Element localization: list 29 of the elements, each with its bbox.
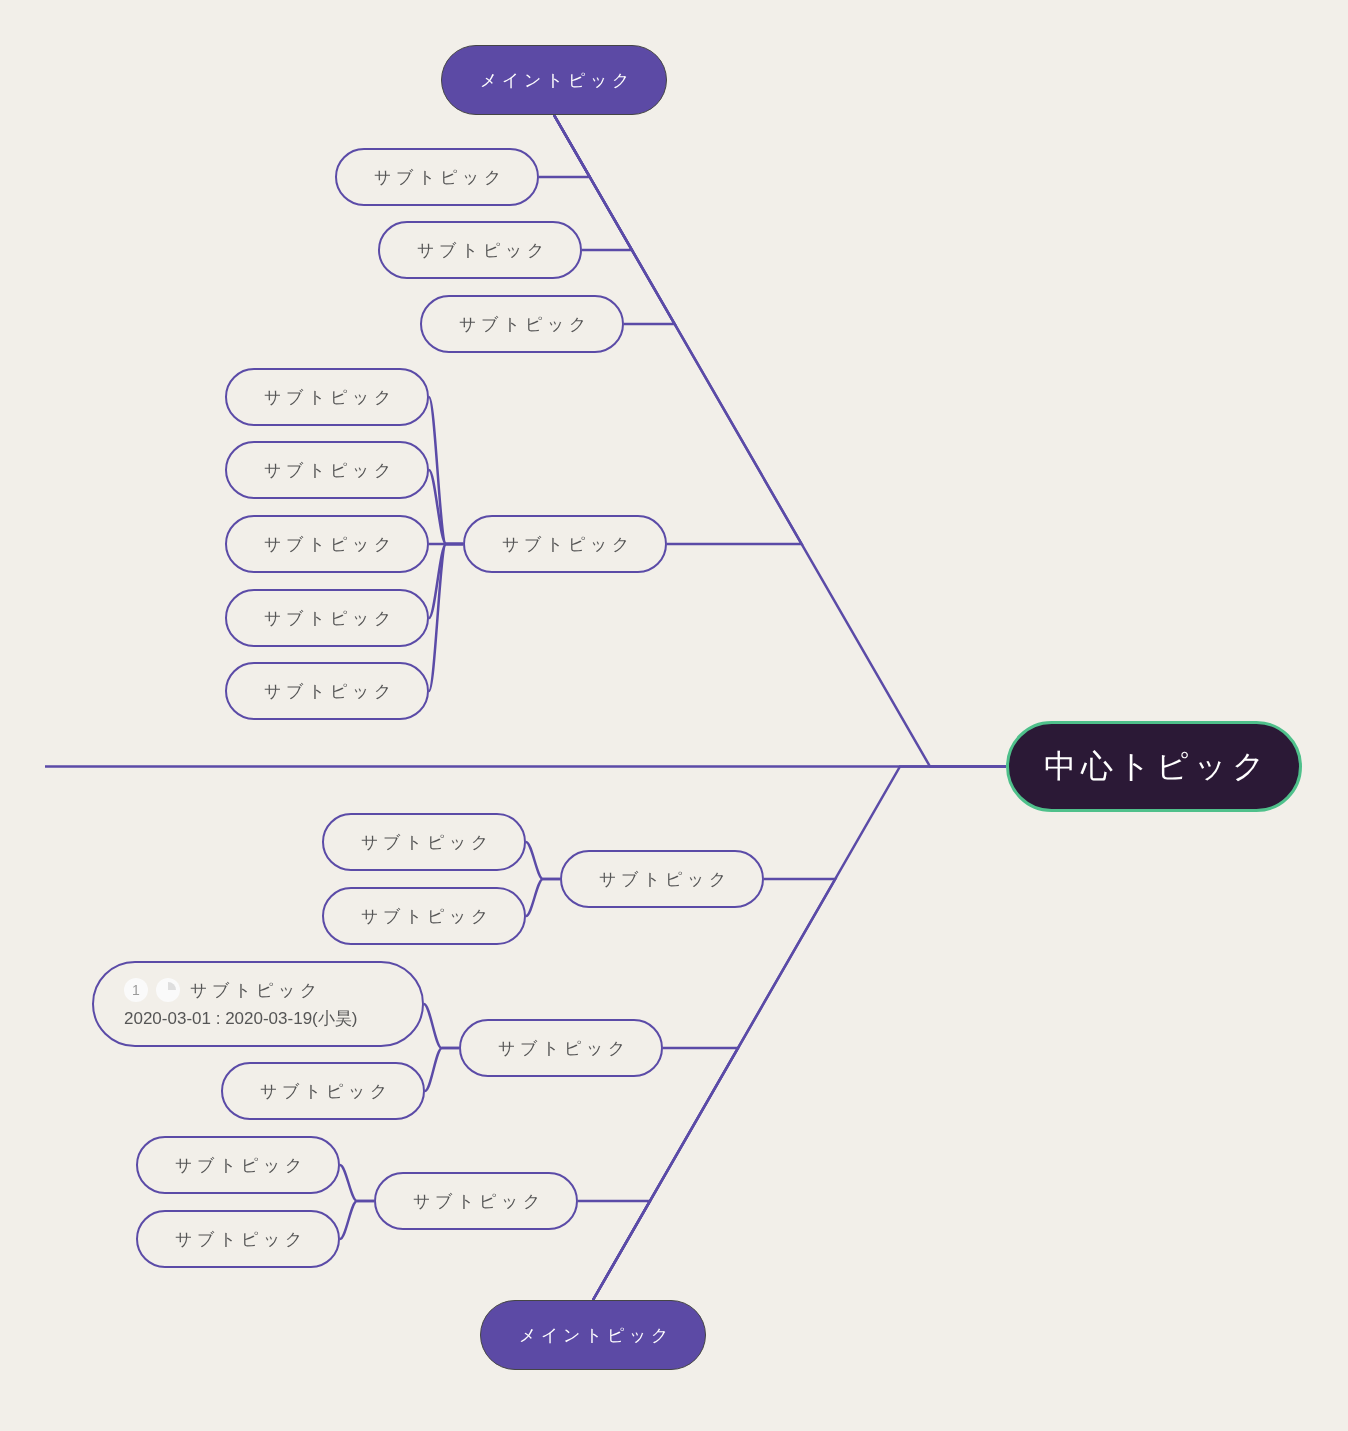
subtopic-box: サブトピック [374, 1172, 578, 1230]
subtopic-title: サブトピック [190, 978, 322, 1002]
branch-curve [525, 877, 560, 917]
subtopic-box: サブトピック [463, 515, 667, 573]
subtopic-box: サブトピック [136, 1136, 340, 1194]
branch-curve [427, 542, 463, 692]
priority-badge: 1 [124, 978, 148, 1002]
subtopic-box: サブトピック [560, 850, 764, 908]
main-topic-box: メイントピック [480, 1300, 706, 1370]
subtopic-box: サブトピック [225, 441, 429, 499]
date-range-text: 2020-03-01 : 2020-03-19(小昊) [124, 1008, 358, 1030]
branch-curve [424, 1046, 459, 1092]
main-topic-box: メイントピック [441, 45, 667, 115]
subtopic-box: サブトピック [459, 1019, 663, 1077]
subtopic-box: サブトピック [221, 1062, 425, 1120]
subtopic-box: サブトピック [420, 295, 624, 353]
subtopic-box: サブトピック [322, 887, 526, 945]
subtopic-box: サブトピック [225, 589, 429, 647]
branch-curve [339, 1199, 374, 1240]
subtopic-box: サブトピック [225, 368, 429, 426]
subtopic-box: サブトピック [335, 148, 539, 206]
subtopic-box: サブトピック [378, 221, 582, 279]
branch-line [552, 114, 804, 546]
subtopic-box: サブトピック [322, 813, 526, 871]
central-topic-box: 中心トピック [1006, 721, 1302, 812]
subtopic-box: サブトピック [225, 515, 429, 573]
branch-line [578, 1199, 653, 1301]
subtopic-box: サブトピック [225, 662, 429, 720]
subtopic-box: サブトピック [136, 1210, 340, 1268]
